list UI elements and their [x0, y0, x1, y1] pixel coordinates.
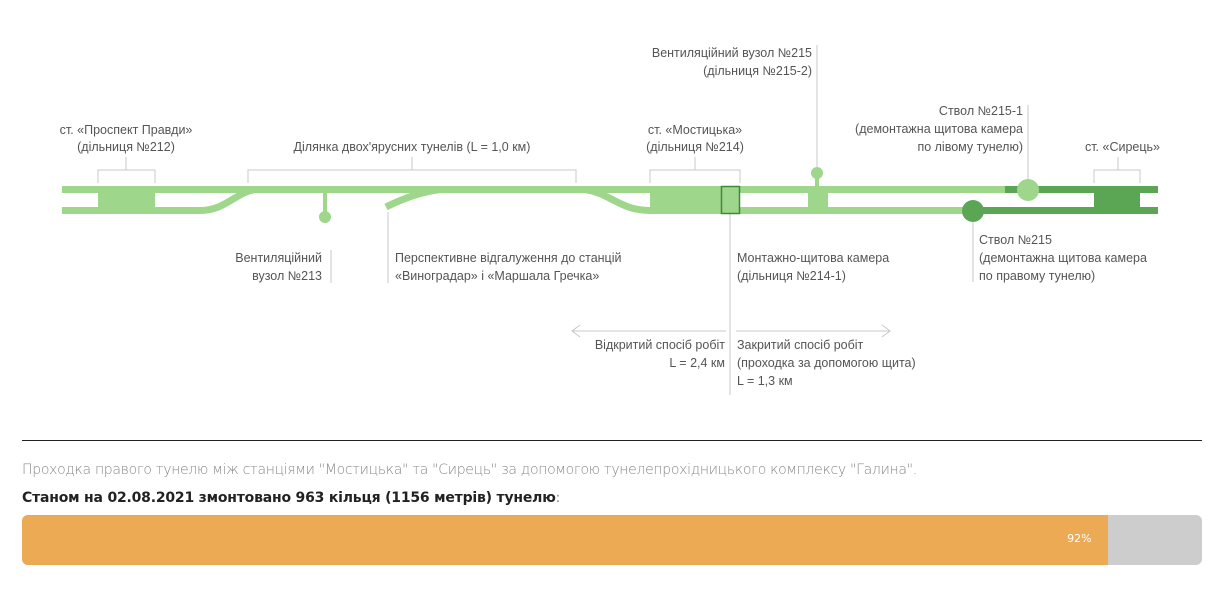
- label-vent215-section: (дільниця №215-2): [703, 64, 812, 78]
- tunnel-tracks: [62, 167, 1158, 223]
- label-open-length: L = 2,4 км: [669, 356, 725, 370]
- label-closed-desc: (проходка за допомогою щита): [737, 356, 916, 370]
- leader-lines: [97, 45, 1141, 395]
- label-montazh-section: (дільниця №214-1): [737, 269, 846, 283]
- vent-215-block: [808, 186, 828, 214]
- label-mostytska: ст. «Мостицька»: [648, 123, 742, 137]
- progress-status-text: Станом на 02.08.2021 змонтовано 963 кіль…: [22, 490, 556, 506]
- right-tunnel-track: [584, 186, 975, 214]
- progress-status: Станом на 02.08.2021 змонтовано 963 кіль…: [22, 490, 560, 506]
- vent-213-marker: [319, 211, 331, 223]
- label-closed-method: Закритий спосіб робіт: [737, 338, 864, 352]
- label-open-method: Відкритий спосіб робіт: [595, 338, 725, 352]
- label-branch: Перспективне відгалуження до станцій: [395, 251, 621, 265]
- label-shaft2151-desc2: по лівому тунелю): [917, 140, 1023, 154]
- label-shaft215-desc2: по правому тунелю): [979, 269, 1095, 283]
- station-pravdy: [98, 186, 155, 214]
- label-branch-2: «Виноградар» і «Маршала Гречка»: [395, 269, 599, 283]
- shaft-215-marker: [962, 200, 984, 222]
- label-pravdy-section: (дільниця №212): [77, 140, 175, 154]
- progress-bar: 92%: [22, 515, 1202, 565]
- progress-bar-fill: 92%: [22, 515, 1108, 565]
- label-shaft2151-desc: (демонтажна щитова камера: [855, 122, 1023, 136]
- left-tunnel-track: [62, 186, 1005, 193]
- progress-description: Проходка правого тунелю між станціями "М…: [22, 462, 917, 478]
- divider: [22, 440, 1202, 441]
- tunnel-diagram: ст. «Проспект Правди» (дільниця №212) Ді…: [60, 45, 1160, 395]
- label-double-deck: Ділянка двох'ярусних тунелів (L = 1,0 км…: [294, 140, 531, 154]
- branch-stub: [384, 186, 441, 211]
- colon: :: [555, 490, 561, 506]
- station-syrets: [1094, 186, 1140, 214]
- label-syrets: ст. «Сирець»: [1085, 140, 1160, 154]
- label-vent213-2: вузол №213: [252, 269, 322, 283]
- progress-percent: 92%: [1067, 532, 1092, 545]
- right-tunnel-completed: [975, 207, 1158, 214]
- label-shaft215: Ствол №215: [979, 233, 1052, 247]
- label-shaft215-desc: (демонтажна щитова камера: [979, 251, 1147, 265]
- assembly-chamber: [720, 185, 741, 215]
- vent-215-marker: [811, 167, 823, 179]
- left-tunnel-completed: [1005, 186, 1158, 193]
- label-montazh: Монтажно-щитова камера: [737, 251, 889, 265]
- label-closed-length: L = 1,3 км: [737, 374, 793, 388]
- label-mostytska-section: (дільниця №214): [646, 140, 744, 154]
- label-vent213: Вентиляційний: [235, 251, 322, 265]
- label-shaft2151: Ствол №215-1: [939, 104, 1023, 118]
- right-tunnel-west: [62, 186, 256, 214]
- shaft-215-1-marker: [1017, 179, 1039, 201]
- label-vent215: Вентиляційний вузол №215: [652, 46, 812, 60]
- label-pravdy: ст. «Проспект Правди»: [60, 123, 193, 137]
